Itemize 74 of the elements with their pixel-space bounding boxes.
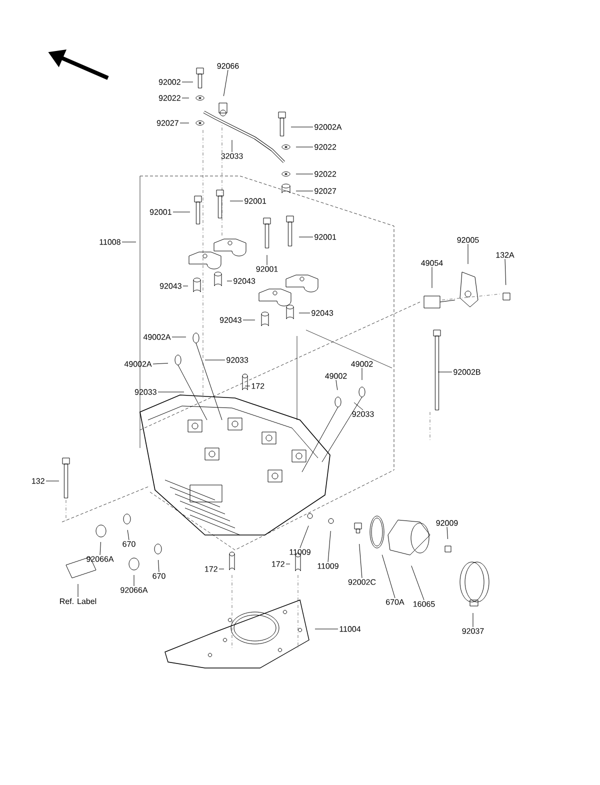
leader-line [298,236,314,238]
leader-line [328,530,331,562]
part-number: 49002 [351,361,373,367]
part-number: 92001 [256,266,278,272]
part-number: 92002C [348,579,376,585]
leader-line [100,542,102,556]
part-number: 49054 [421,260,443,266]
part-number: 11004 [340,626,361,632]
leader-line [266,254,268,266]
part-number: 92066A [120,587,148,593]
leader-line [152,362,168,364]
leader-line [354,402,364,410]
part-number: 92022 [158,95,180,101]
part-number: 49002 [325,373,347,379]
leader-line [158,560,160,572]
part-number: 92066 [217,63,239,69]
part-number: 670 [152,573,166,579]
part-number: 92043 [312,310,334,316]
leader-line [218,568,224,570]
part-number: 92033 [226,357,248,363]
leader-line [298,312,310,314]
leader-line [446,526,448,540]
part-number: 92002 [158,79,180,85]
part-number: 92005 [457,237,479,243]
part-number: 172 [272,561,284,567]
leader-line [472,612,474,628]
leader-line [300,525,309,548]
part-number: 92033 [352,411,374,417]
leader-line [172,336,186,338]
leader-line [223,70,228,96]
leader-line [180,122,190,124]
leader-line [314,628,338,630]
leader-line [290,126,314,128]
part-number: 92066A [86,556,114,562]
part-number: 92043 [220,317,242,323]
leader-line [46,480,60,482]
part-number: 49002A [143,334,171,340]
leader-line [226,280,232,282]
part-number: 670 [122,541,136,547]
part-number: 92022 [314,144,336,150]
part-number: 92027 [314,188,336,194]
leader-line [504,258,506,286]
part-number: 92043 [160,283,182,289]
leader-line [359,544,362,578]
part-number: 92037 [462,628,484,634]
part-number: 92002B [454,369,480,375]
part-number: 11009 [290,549,310,555]
part-number: 49002A [124,361,152,367]
part-number: 132 [32,478,44,484]
part-number: 92027 [156,120,178,126]
part-number: 11009 [318,563,338,569]
leader-line [296,190,314,192]
leader-line [411,566,424,600]
part-number: 16065 [413,601,435,607]
part-number: 32033 [221,153,243,159]
leader-line [127,530,130,540]
part-number: 92001 [150,209,172,215]
part-number: 172 [205,566,218,572]
part-number: Ref. Label [60,598,96,604]
part-number: 132A [496,252,514,258]
part-number: 172 [252,383,264,389]
leader-line [336,380,338,390]
part-number: 92002A [314,124,342,130]
part-number: 92033 [134,389,156,395]
part-number: 92009 [436,520,458,526]
part-number: 92043 [234,278,256,284]
part-number: 92001 [244,198,266,204]
part-number: 92022 [314,171,336,177]
part-number: 92001 [314,234,336,240]
part-number: 670A [386,599,404,605]
part-number: 11008 [100,239,120,245]
leader-line [230,200,244,202]
leader-line [382,554,396,598]
leader-line [296,146,314,148]
